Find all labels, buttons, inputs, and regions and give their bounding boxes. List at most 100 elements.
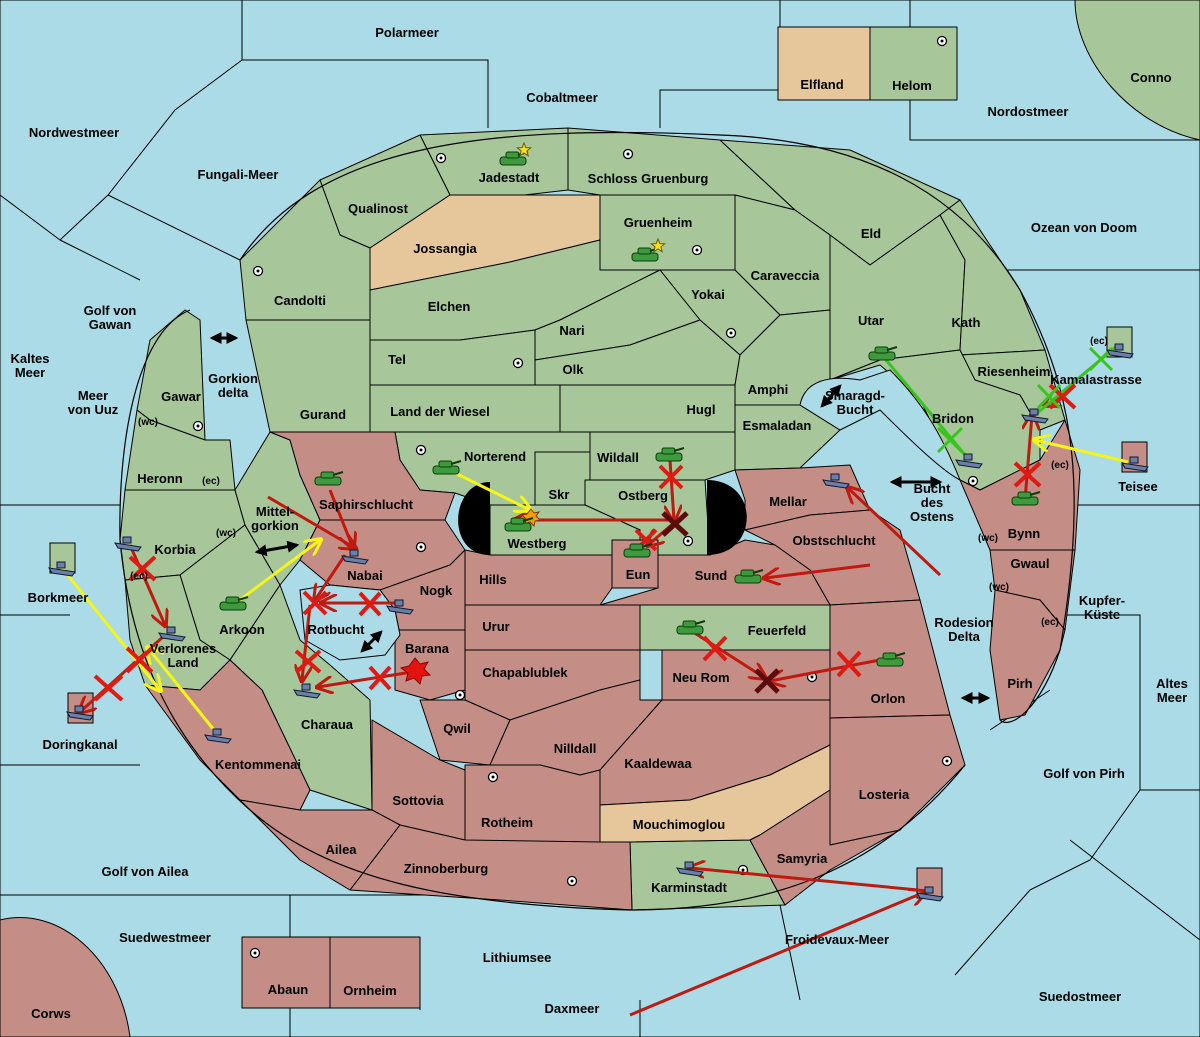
coast-tag: (ec) bbox=[202, 476, 220, 487]
region-label-yokai: Yokai bbox=[691, 287, 725, 302]
explosion-icon bbox=[399, 657, 432, 685]
region-label-tel: Tel bbox=[388, 352, 406, 367]
region-label-corws: Corws bbox=[31, 1006, 71, 1021]
region-label-gurand: Gurand bbox=[300, 407, 346, 422]
fleet-unit-icon[interactable] bbox=[1021, 408, 1049, 424]
region-label-eld: Eld bbox=[861, 226, 881, 241]
fleet-unit-icon[interactable] bbox=[341, 549, 369, 565]
fail-x-icon bbox=[702, 635, 728, 662]
supply-center-icon bbox=[415, 444, 427, 456]
army-unit-icon[interactable] bbox=[734, 569, 764, 584]
fleet-unit-icon[interactable] bbox=[1121, 456, 1149, 472]
region-label-nabai: Nabai bbox=[347, 568, 382, 583]
region-label-westberg: Westberg bbox=[508, 536, 567, 551]
fail-x-icon bbox=[302, 590, 328, 616]
region-label-bridon: Bridon bbox=[932, 411, 974, 426]
sea-label-cobaltmeer: Cobaltmeer bbox=[526, 90, 598, 105]
fleet-unit-icon[interactable] bbox=[386, 599, 414, 615]
sea-label-smaragd-bucht: Smaragd-Bucht bbox=[825, 388, 885, 417]
region-label-ostberg: Ostberg bbox=[618, 488, 668, 503]
region-sund[interactable] bbox=[599, 539, 831, 606]
army-unit-icon[interactable] bbox=[876, 652, 906, 667]
sea-label-daxmeer: Daxmeer bbox=[545, 1001, 600, 1016]
fleet-unit-icon[interactable] bbox=[158, 626, 186, 642]
fail-x-icon bbox=[836, 650, 862, 678]
fleet-unit-icon[interactable] bbox=[48, 561, 76, 577]
region-label-barana: Barana bbox=[405, 641, 450, 656]
region-gruenheim[interactable] bbox=[599, 194, 736, 271]
army-unit-icon[interactable] bbox=[676, 620, 706, 635]
fleet-unit-icon[interactable] bbox=[676, 861, 704, 877]
region-label-losteria: Losteria bbox=[859, 787, 910, 802]
region-barana[interactable] bbox=[394, 629, 466, 701]
army-unit-icon[interactable] bbox=[314, 471, 344, 486]
region-label-nari: Nari bbox=[559, 323, 584, 338]
region-label-charaua: Charaua bbox=[301, 717, 354, 732]
region-label-elfland: Elfland bbox=[800, 77, 843, 92]
units-layer bbox=[48, 141, 1149, 902]
region-label-olk: Olk bbox=[563, 362, 585, 377]
fleet-unit-icon[interactable] bbox=[114, 536, 142, 552]
supply-center-icon bbox=[622, 148, 634, 160]
region-abaun[interactable] bbox=[241, 936, 331, 1009]
region-corws[interactable] bbox=[0, 917, 131, 1037]
fleet-unit-icon[interactable] bbox=[955, 453, 983, 469]
army-unit-icon[interactable] bbox=[432, 460, 462, 475]
region-label-heronn: Heronn bbox=[137, 471, 183, 486]
region-label-saphirschlucht: Saphirschlucht bbox=[319, 497, 414, 512]
region-rotheim[interactable] bbox=[464, 764, 601, 843]
region-helom[interactable] bbox=[869, 26, 958, 101]
fleet-unit-icon[interactable] bbox=[1106, 343, 1134, 359]
region-label-hills: Hills bbox=[479, 572, 506, 587]
army-unit-icon[interactable] bbox=[868, 346, 898, 361]
star-icon bbox=[515, 141, 533, 157]
supply-centers bbox=[192, 35, 979, 959]
sea-label-kupfer-k-ste: Kupfer-Küste bbox=[1079, 593, 1125, 622]
army-unit-icon[interactable] bbox=[655, 447, 685, 462]
army-unit-icon[interactable] bbox=[623, 543, 653, 558]
army-unit-icon[interactable] bbox=[219, 596, 249, 611]
fleet-unit-icon[interactable] bbox=[822, 473, 850, 489]
fleet-unit-icon[interactable] bbox=[66, 705, 94, 721]
region-label-chapablublek: Chapablublek bbox=[482, 665, 568, 680]
supply-center-icon bbox=[454, 689, 466, 701]
region-label-elchen: Elchen bbox=[428, 299, 471, 314]
sea-label-nordostmeer: Nordostmeer bbox=[988, 104, 1069, 119]
region-label-eun: Eun bbox=[626, 567, 651, 582]
region-conno[interactable] bbox=[1074, 0, 1200, 141]
sea-label-ozean-von-doom: Ozean von Doom bbox=[1031, 220, 1137, 235]
supply-center-icon bbox=[192, 420, 204, 432]
region-label-abaun: Abaun bbox=[268, 982, 309, 997]
supply-center-icon bbox=[941, 755, 953, 767]
army-unit-icon[interactable] bbox=[1011, 491, 1041, 506]
fail-x-icon bbox=[128, 555, 157, 582]
sea-label-golf-von-pirh: Golf von Pirh bbox=[1043, 766, 1125, 781]
army-unit-icon[interactable] bbox=[504, 517, 534, 532]
order-arrows bbox=[60, 343, 1129, 1017]
region-pirh[interactable] bbox=[989, 589, 1066, 721]
fail-x-icon bbox=[661, 511, 689, 537]
region-label-orlon: Orlon bbox=[871, 691, 906, 706]
fleet-unit-icon[interactable] bbox=[293, 683, 321, 699]
fail-x-icon bbox=[754, 668, 780, 694]
fail-x-icon bbox=[1013, 461, 1042, 488]
region-label-urur: Urur bbox=[482, 619, 509, 634]
region-label-land-der-wiesel: Land der Wiesel bbox=[390, 404, 490, 419]
adjacency-arrows bbox=[209, 332, 991, 704]
sea-label-nordwestmeer: Nordwestmeer bbox=[29, 125, 119, 140]
region-label-norterend: Norterend bbox=[464, 449, 526, 464]
fleet-unit-icon[interactable] bbox=[204, 728, 232, 744]
region-ornheim[interactable] bbox=[329, 936, 421, 1009]
region-label-sund: Sund bbox=[695, 568, 728, 583]
region-label-wildall: Wildall bbox=[597, 450, 639, 465]
fleet-unit-icon[interactable] bbox=[916, 886, 944, 902]
region-label-skr: Skr bbox=[549, 487, 570, 502]
region-label-amphi: Amphi bbox=[748, 382, 788, 397]
sea-label-kamalastrasse: Kamalastrasse bbox=[1050, 372, 1142, 387]
